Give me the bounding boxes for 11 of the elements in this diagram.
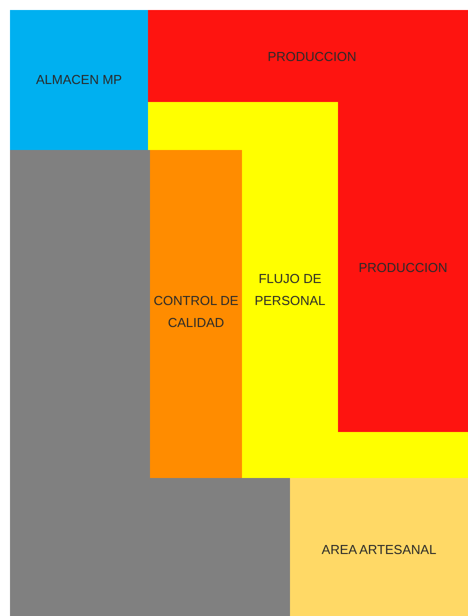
quality-control-area bbox=[150, 150, 242, 478]
storage-area bbox=[10, 10, 148, 150]
area-label: ALMACEN MP bbox=[35, 71, 123, 89]
production-area bbox=[148, 10, 468, 432]
area-label: CONTROL DE CALIDAD bbox=[152, 292, 240, 332]
craft-area bbox=[290, 478, 468, 616]
area-label: FLUJO DE PERSONAL bbox=[254, 270, 326, 310]
area-label: AREA ARTESANAL bbox=[320, 541, 438, 559]
circulation-area bbox=[148, 102, 468, 478]
area-label: PRODUCCION bbox=[266, 48, 358, 66]
area-label: PRODUCCION bbox=[358, 259, 448, 277]
